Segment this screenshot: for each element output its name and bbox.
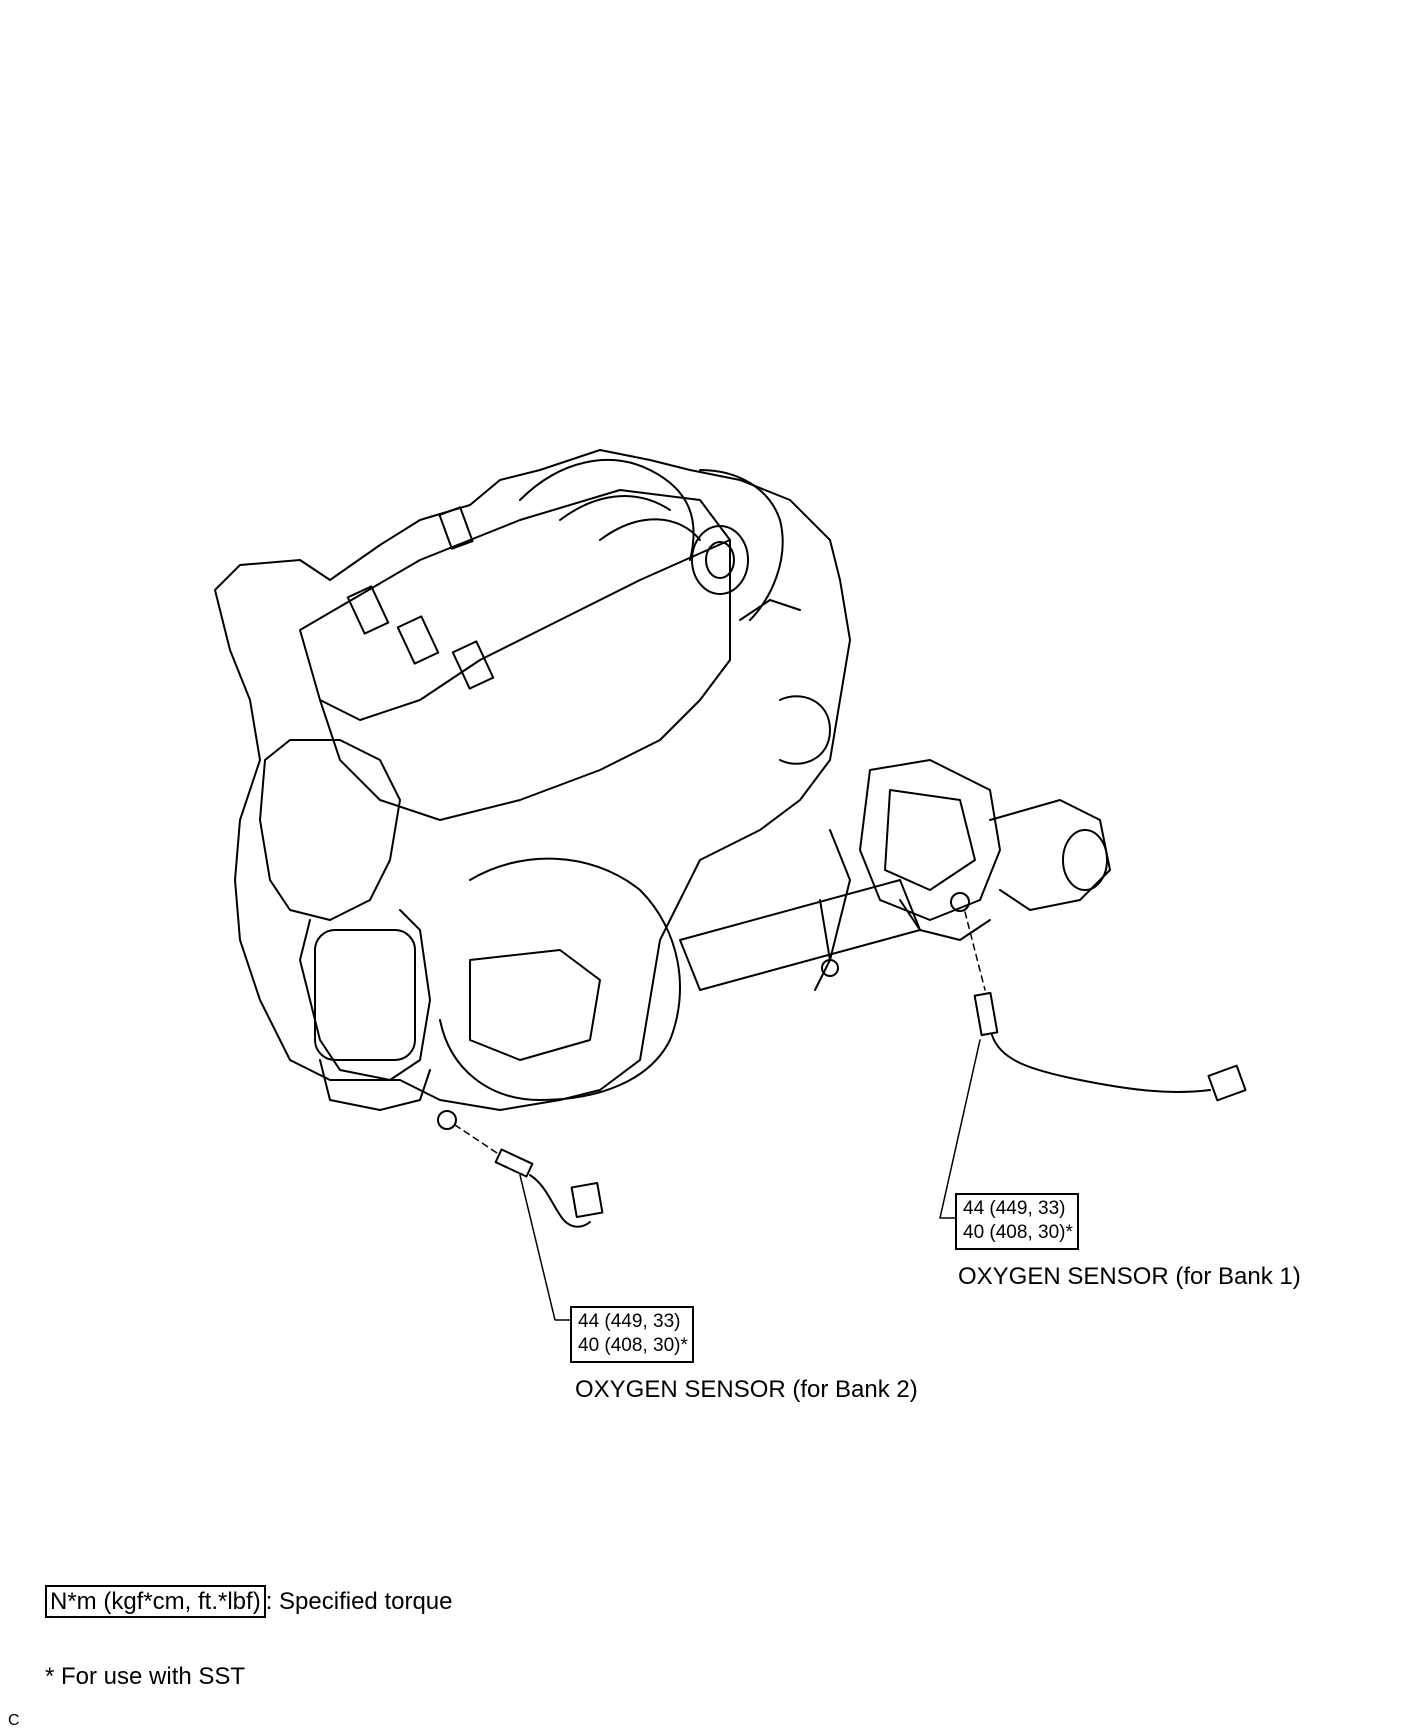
legend-units-box: N*m (kgf*cm, ft.*lbf) [45, 1585, 266, 1618]
engine-assembly [214, 449, 1111, 1111]
torque-spec-bank2: 44 (449, 33) 40 (408, 30)* [570, 1306, 694, 1363]
torque-spec-bank2-line2: 40 (408, 30)* [578, 1335, 688, 1356]
torque-spec-bank1-line2: 40 (408, 30)* [963, 1222, 1073, 1243]
figure-code: C [8, 1712, 20, 1729]
torque-spec-bank1-line1: 44 (449, 33) [963, 1198, 1066, 1219]
legend-footnote: * For use with SST [45, 1663, 246, 1690]
oxygen-sensor-bank2 [437, 1110, 604, 1321]
oxygen-sensor-bank1 [939, 892, 1247, 1219]
label-oxygen-sensor-bank2: OXYGEN SENSOR (for Bank 2) [575, 1376, 918, 1403]
torque-spec-bank1: 44 (449, 33) 40 (408, 30)* [955, 1193, 1079, 1250]
legend-units-meaning: : Specified torque [265, 1588, 453, 1615]
torque-spec-bank2-line1: 44 (449, 33) [578, 1311, 681, 1332]
label-oxygen-sensor-bank1: OXYGEN SENSOR (for Bank 1) [958, 1263, 1301, 1290]
legend-torque-units: N*m (kgf*cm, ft.*lbf): Specified torque [45, 1585, 453, 1618]
